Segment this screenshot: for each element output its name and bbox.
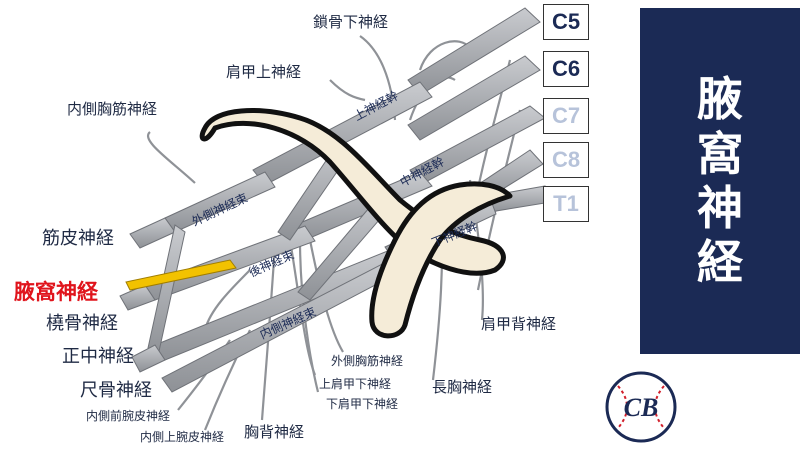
side-title-char-3: 神 (697, 181, 743, 235)
label-suprascapular-nerve: 肩甲上神経 (226, 63, 302, 81)
root-box-c7: C7 (543, 98, 589, 134)
root-box-c8: C8 (543, 142, 589, 178)
thoracodorsal-line (260, 244, 277, 421)
bones (199, 108, 513, 339)
axillary-nerve-highlight (125, 259, 237, 291)
side-title: 腋 窩 神 経 (640, 8, 800, 354)
lower-subscapular-line (298, 239, 320, 393)
root-box-c5: C5 (543, 4, 589, 40)
medial-pectoral-branch-line (147, 131, 196, 184)
first-rib-shape (369, 181, 513, 339)
label-musculocutaneous-nerve: 筋皮神経 (42, 228, 114, 249)
baseball-logo-icon: CB (605, 371, 677, 443)
root-box-t1: T1 (543, 186, 589, 222)
label-medial-pectoral-nerve: 内側胸筋神経 (67, 100, 158, 118)
label-thoracodorsal-nerve: 胸背神経 (244, 423, 305, 441)
label-median-nerve: 正中神経 (62, 346, 134, 367)
side-title-char-4: 経 (697, 235, 743, 290)
label-subclavian-nerve: 鎖骨下神経 (313, 13, 389, 31)
rod-radial (119, 284, 156, 311)
rod-musculocutaneous (129, 217, 176, 249)
logo-text: CB (624, 393, 659, 422)
label-dorsal-scapular-nerve: 肩甲背神経 (481, 315, 557, 333)
label-medial-antebrachial-nerve: 内側前腕皮神経 (86, 409, 171, 423)
label-lower-subscapular-nerve: 下肩甲下神経 (326, 397, 399, 411)
label-radial-nerve: 橈骨神経 (46, 313, 118, 334)
label-axillary-nerve: 腋窩神経 (14, 280, 98, 304)
suprascapular-branch-line (329, 79, 366, 102)
rod-ulnar (131, 344, 166, 373)
label-long-thoracic-nerve: 長胸神経 (432, 378, 493, 396)
root-box-c6: C6 (543, 51, 589, 87)
label-medial-brachial-nerve: 内側上腕皮神経 (140, 430, 225, 444)
side-title-char-1: 腋 (697, 72, 743, 127)
label-ulnar-nerve: 尺骨神経 (80, 380, 152, 401)
rod-c6 (407, 55, 541, 141)
side-title-char-2: 窩 (697, 126, 743, 181)
label-lateral-pectoral-nerve: 外側胸筋神経 (331, 354, 404, 368)
label-upper-subscapular-nerve: 上肩甲下神経 (319, 377, 392, 391)
